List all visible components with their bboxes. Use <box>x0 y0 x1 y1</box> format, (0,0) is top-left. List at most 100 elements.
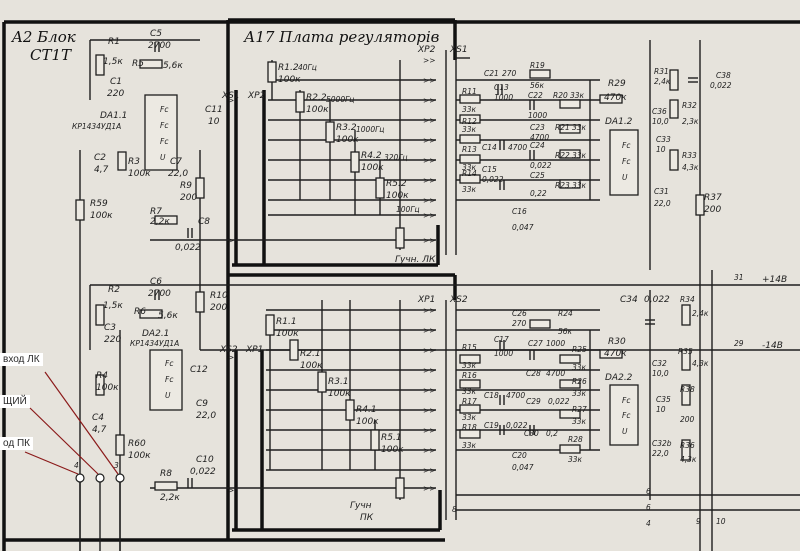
tl-c2-ref: C2 <box>94 153 106 163</box>
tl-r3-val: 100к <box>128 169 151 179</box>
rb-r30-ref: R30 <box>608 337 626 347</box>
vertical-rails <box>79 39 713 551</box>
power-plus-pin: 31 <box>734 273 744 282</box>
volume-left-label: Гучн. ЛК <box>395 255 436 265</box>
svg-text:>>: >> <box>423 366 436 375</box>
ft-r22-ref: R22 <box>555 151 570 160</box>
pot-bot-1-ref: R1.1 <box>276 317 297 327</box>
fb-r16-val: 33к <box>462 387 477 396</box>
fb-c20-val: 0,047 <box>512 463 534 472</box>
ft-c16-ref: C16 <box>512 207 527 216</box>
tl-r1-ref: R1 <box>108 37 120 47</box>
fb-r28-ref: R28 <box>568 435 583 444</box>
tl-c11-ref: C11 <box>205 105 223 115</box>
right-pin-6b: 6 <box>646 503 651 512</box>
pot-bot-3-val: 100к <box>328 389 351 399</box>
rb-c35-val: 10 <box>656 405 666 414</box>
power-minus-pin: 29 <box>734 339 744 348</box>
fb-c27-ref: C27 <box>528 339 543 348</box>
fb-r15-val: 33к <box>462 361 477 370</box>
bl-c9-val: 22,0 <box>196 411 216 421</box>
rb-r35-val: 4,3к <box>692 359 709 368</box>
ft-c24-val: 0,022 <box>530 161 552 170</box>
ft-c15-val: 0,022 <box>482 175 504 184</box>
ic-da11-label: DA1.1 <box>100 111 127 121</box>
svg-text:>: > <box>228 353 234 362</box>
fb-r15-ref: R15 <box>462 343 477 352</box>
ft-r12-val: 33к <box>462 125 477 134</box>
svg-text:Fc: Fc <box>165 359 174 368</box>
bl-c6-ref: C6 <box>150 277 162 287</box>
pot-bot-2-val: 100к <box>300 361 323 371</box>
tl-r7-ref: R7 <box>150 207 162 217</box>
connector-xp1-left: XP1 <box>245 345 263 355</box>
ft-r20-ref: R20 <box>553 91 568 100</box>
ic-da21-label: DA2.1 <box>142 329 169 339</box>
svg-text:Fc: Fc <box>622 141 631 150</box>
bl-r10-val: 200 <box>210 303 227 313</box>
pot-bot-4-ref: R4.1 <box>356 405 377 415</box>
annotation-common: ЩИЙ <box>0 395 30 408</box>
ic-da21-box: Fc Fc U <box>149 349 183 411</box>
right-pin-6: 6 <box>646 487 651 496</box>
ic-da12-box: Fc Fc U <box>609 129 639 196</box>
ft-c15-ref: C15 <box>482 165 497 174</box>
svg-text:>: > <box>228 96 234 105</box>
pot-bot-3-ref: R3.1 <box>328 377 349 387</box>
rb-c32b-ref: C32b <box>652 439 672 448</box>
fb-r18-val: 33к <box>462 441 477 450</box>
fb-r27-ref: R27 <box>572 405 587 414</box>
fb-c29-val: 0,022 <box>548 397 570 406</box>
fb-c18-val: 4700 <box>506 391 525 400</box>
connector-xs2: XS2 <box>449 295 468 305</box>
terminal-pin-3: 3 <box>114 461 119 470</box>
ft-c13-ref: C13 <box>494 83 509 92</box>
svg-text:>>: >> <box>423 176 436 185</box>
svg-text:U: U <box>622 427 628 436</box>
svg-text:>>: >> <box>423 116 436 125</box>
pot-bot-5-ref: R5.1 <box>381 433 402 443</box>
input-terminals <box>75 473 125 551</box>
svg-text:>>: >> <box>423 484 436 493</box>
bl-r4-ref: R4 <box>96 371 108 381</box>
bl-r2-ref: R2 <box>108 285 120 295</box>
pot-bot-4-val: 100к <box>356 417 379 427</box>
bl-c12-ref: C12 <box>190 365 208 375</box>
a2-block-frame <box>2 20 800 551</box>
fb-r17-ref: R17 <box>462 397 477 406</box>
bl-c10-val: 0,022 <box>190 467 216 477</box>
fb-r17-val: 33к <box>462 413 477 422</box>
rb-r36-val: 4,3к <box>680 455 697 464</box>
svg-text:>: > <box>228 236 234 245</box>
volume-right-label-1: Гучн <box>350 501 372 511</box>
bl-c9-ref: C9 <box>196 399 208 409</box>
a17-title: А17 Плата регуляторів <box>243 28 440 46</box>
svg-text:Fc: Fc <box>165 375 174 384</box>
rb-r38-val: 200 <box>680 415 695 424</box>
tl-r5-ref: R5 <box>132 59 144 69</box>
fb-c26-val: 270 <box>512 319 527 328</box>
ic-da22-box: Fc Fc U <box>609 384 639 446</box>
rt-c38-val: 0,022 <box>710 81 732 90</box>
svg-text:>>: >> <box>423 211 436 220</box>
connector-xs2-left: XS2 <box>219 345 238 355</box>
ft-r21-ref: R21 <box>555 123 570 132</box>
ft-c22-ref: C22 <box>528 91 543 100</box>
tl-c2-val: 4,7 <box>94 165 109 175</box>
ft-r13-val: 33к <box>462 163 477 172</box>
rb-r35-ref: R35 <box>678 347 693 356</box>
rt-c31-val: 22,0 <box>654 199 671 208</box>
bl-c4-ref: C4 <box>92 413 104 423</box>
svg-text:U: U <box>160 153 166 162</box>
rt-r32-val: 2,3к <box>682 117 699 126</box>
pot-top-4-val: 100к <box>361 163 384 173</box>
rb-r36-ref: R36 <box>680 441 695 450</box>
svg-text:>>: >> <box>423 76 436 85</box>
bl-r10-ref: R10 <box>210 291 228 301</box>
ic-da11-part: КР1434УД1А <box>72 122 121 131</box>
pot-top-1-val: 100к <box>278 75 301 85</box>
svg-text:>>: >> <box>423 326 436 335</box>
rb-c34-val: 0,022 <box>644 295 670 305</box>
pot-bot-5-val: 100к <box>381 445 404 455</box>
